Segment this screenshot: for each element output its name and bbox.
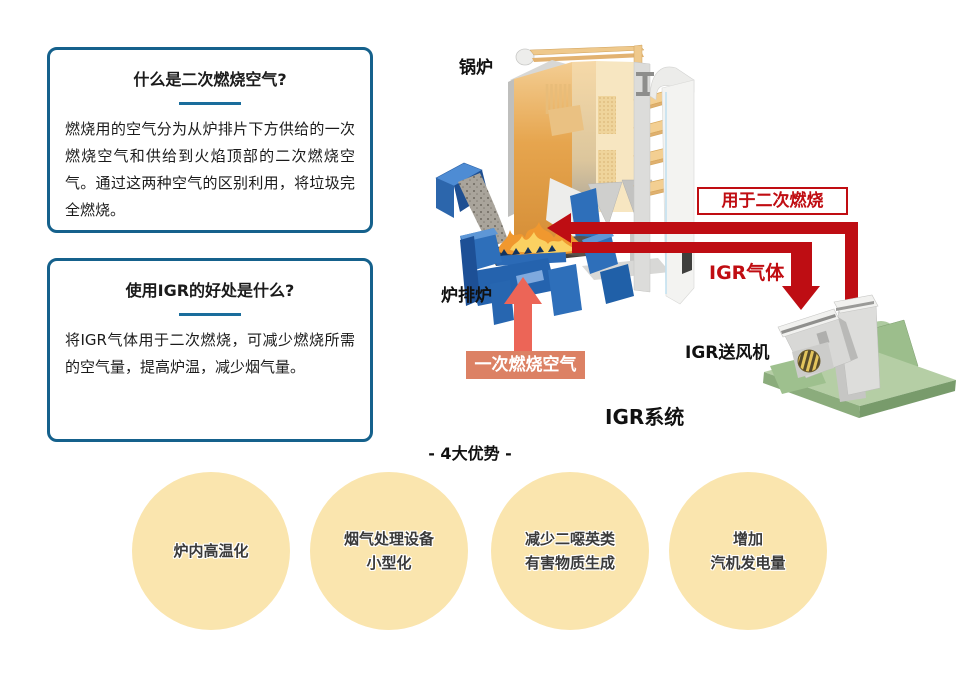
secondary-air-arrow <box>547 213 858 302</box>
igr-fan-illustration <box>763 294 956 418</box>
advantages-heading: - 4大优势 - <box>428 444 512 463</box>
advantage-circle-less-dioxin: 减少二噁英类 有害物质生成 <box>491 472 649 630</box>
advantage-line: 烟气处理设备 <box>343 530 434 548</box>
advantage-circle-compact-equipment: 烟气处理设备 小型化 <box>310 472 468 630</box>
igr-gas-arrow <box>572 242 820 310</box>
info-box-secondary-air: 什么是二次燃烧空气? 燃烧用的空气分为从炉排片下方供给的一次燃烧空气和供给到火焰… <box>47 47 373 233</box>
grate-furnace-illustration <box>435 162 634 325</box>
advantage-line: 小型化 <box>366 554 412 572</box>
igr-system-label: IGR系统 <box>605 405 685 429</box>
info-box-title: 什么是二次燃烧空气? <box>133 70 287 89</box>
advantage-line: 减少二噁英类 <box>524 530 615 548</box>
igr-gas-label: IGR气体 <box>709 262 785 284</box>
title-divider <box>179 102 241 105</box>
advantage-line: 汽机发电量 <box>710 554 786 572</box>
advantage-circle-more-power: 增加 汽机发电量 <box>669 472 827 630</box>
advantage-line: 有害物质生成 <box>524 554 615 572</box>
igr-system-illustration <box>435 44 956 418</box>
primary-air-tag: 一次燃烧空气 <box>466 351 585 379</box>
boiler-label: 锅炉 <box>459 58 493 78</box>
title-divider <box>179 313 241 316</box>
info-box-title: 使用IGR的好处是什么? <box>125 281 295 300</box>
grate-furnace-label: 炉排炉 <box>441 286 492 306</box>
advantage-line: 炉内高温化 <box>173 542 249 560</box>
info-box-body: 燃烧用的空气分为从炉排片下方供给的一次燃烧空气和供给到火焰顶部的二次燃烧空气。通… <box>65 120 355 219</box>
advantage-line: 增加 <box>732 530 763 548</box>
igr-fan-label: IGR送风机 <box>685 343 770 363</box>
info-box-igr-benefit: 使用IGR的好处是什么? 将IGR气体用于二次燃烧，可减少燃烧所需的空气量，提高… <box>47 258 373 442</box>
advantage-circle-high-temp: 炉内高温化 <box>132 472 290 630</box>
secondary-combustion-tag: 用于二次燃烧 <box>697 187 848 215</box>
primary-air-arrow <box>504 277 542 353</box>
info-box-body: 将IGR气体用于二次燃烧，可减少燃烧所需的空气量，提高炉温，减少烟气量。 <box>65 331 355 376</box>
